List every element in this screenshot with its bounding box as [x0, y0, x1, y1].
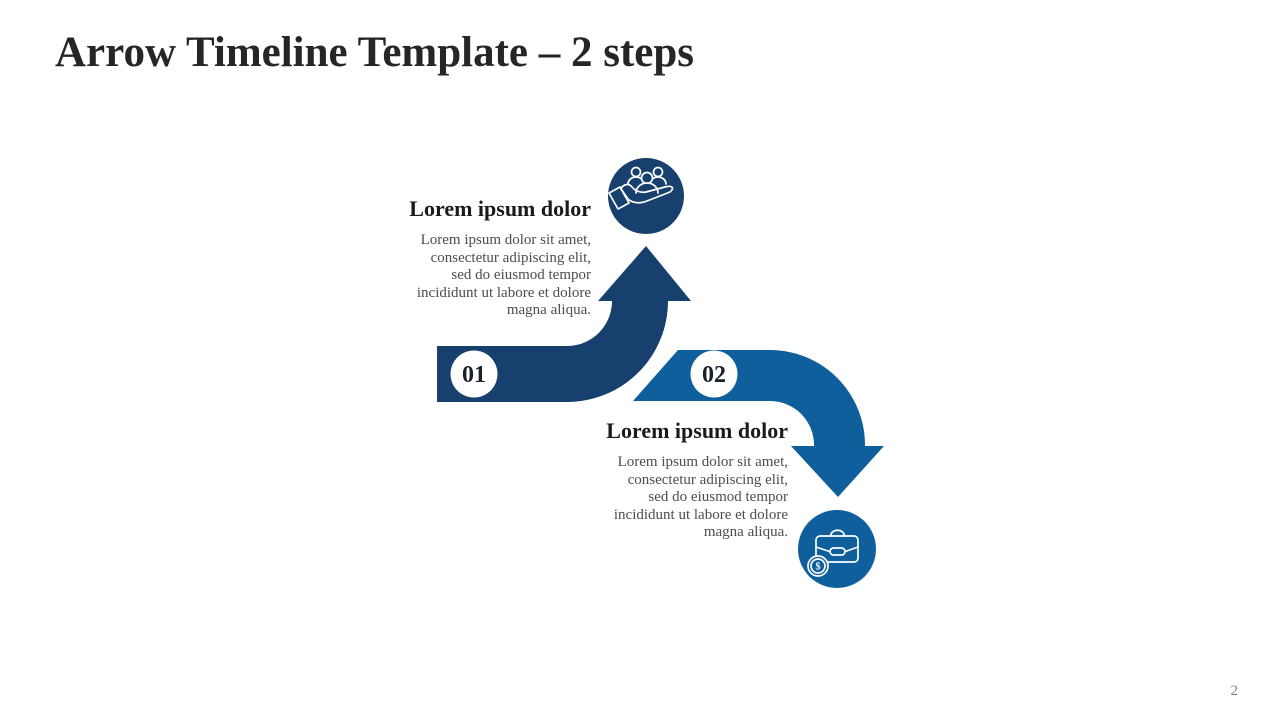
step1-heading: Lorem ipsum dolor [409, 196, 591, 221]
step1-number-badge: 01 [450, 350, 498, 398]
body-line: magna aliqua. [703, 524, 788, 540]
step2-heading: Lorem ipsum dolor [606, 418, 788, 443]
body-line: Lorem ipsum dolor sit amet, [420, 232, 591, 248]
step1-text-block: Lorem ipsum dolor Lorem ipsum dolor sit … [341, 196, 591, 320]
step2-body: Lorem ipsum dolor sit amet, consectetur … [538, 454, 788, 542]
body-line: sed do eiusmod tempor [648, 489, 788, 505]
coin-dollar-symbol: $ [816, 562, 821, 573]
step1-body: Lorem ipsum dolor sit amet, consectetur … [341, 232, 591, 320]
step2-text-block: Lorem ipsum dolor Lorem ipsum dolor sit … [538, 418, 788, 542]
page-number: 2 [1230, 683, 1239, 699]
body-line: consectetur adipiscing elit, [627, 471, 788, 488]
step1-icon-circle [608, 158, 684, 234]
step2-number: 02 [702, 362, 726, 388]
body-line: incididunt ut labore et dolore [613, 506, 788, 523]
step1-icon [608, 158, 684, 234]
step1-number: 01 [462, 362, 486, 388]
hand-holding-people-icon [608, 166, 674, 210]
briefcase-money-icon [807, 529, 859, 577]
body-line: magna aliqua. [506, 302, 591, 318]
step1-arrow [433, 242, 695, 406]
step2-icon: $ [798, 510, 876, 588]
body-line: sed do eiusmod tempor [451, 267, 591, 283]
body-line: Lorem ipsum dolor sit amet, [617, 454, 788, 470]
body-line: incididunt ut labore et dolore [416, 284, 591, 301]
body-line: consectetur adipiscing elit, [430, 249, 591, 266]
step2-number-badge: 02 [690, 350, 738, 398]
slide-title: Arrow Timeline Template – 2 steps [55, 29, 695, 76]
